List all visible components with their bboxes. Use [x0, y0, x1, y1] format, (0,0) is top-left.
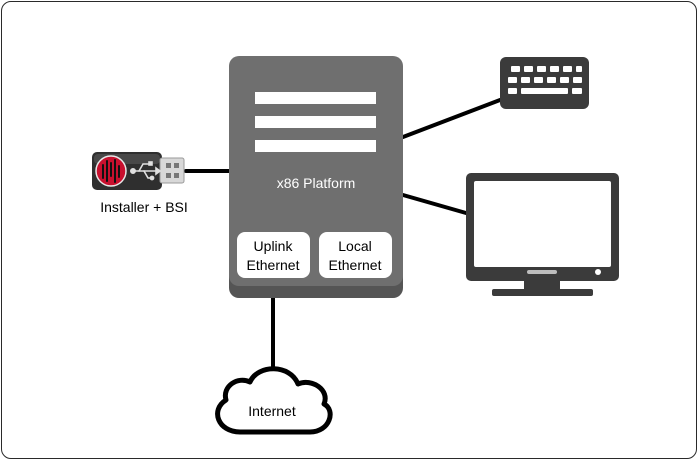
- uplink-port-label-line1: Uplink: [254, 238, 294, 254]
- uplink-port-label-line2: Ethernet: [247, 257, 300, 273]
- local-port-label-line1: Local: [338, 238, 371, 254]
- monitor-icon: [466, 173, 619, 296]
- cloud-icon: [215, 366, 333, 435]
- usb-label: Installer + BSI: [100, 199, 188, 215]
- monitor-screen: [474, 181, 611, 267]
- local-ethernet-port: [319, 232, 392, 278]
- keyboard-icon: [500, 57, 589, 109]
- keyboard-connector-line: [401, 98, 502, 139]
- drive-bay-2: [255, 116, 376, 128]
- usb-drive-icon: [92, 152, 185, 190]
- drive-bay-3: [255, 140, 376, 152]
- local-port-label-line2: Ethernet: [329, 257, 382, 273]
- drive-bay-1: [255, 92, 376, 104]
- platform-body: [229, 56, 403, 286]
- usb-symbol-icon: [130, 161, 162, 181]
- x86-platform: x86 Platform Uplink Ethernet Local Ether…: [229, 56, 403, 298]
- monitor-connector-line: [401, 193, 468, 215]
- uplink-ethernet-port: [237, 232, 310, 278]
- connectors: [184, 98, 502, 368]
- internet-label: Internet: [248, 403, 296, 419]
- platform-title: x86 Platform: [277, 175, 356, 191]
